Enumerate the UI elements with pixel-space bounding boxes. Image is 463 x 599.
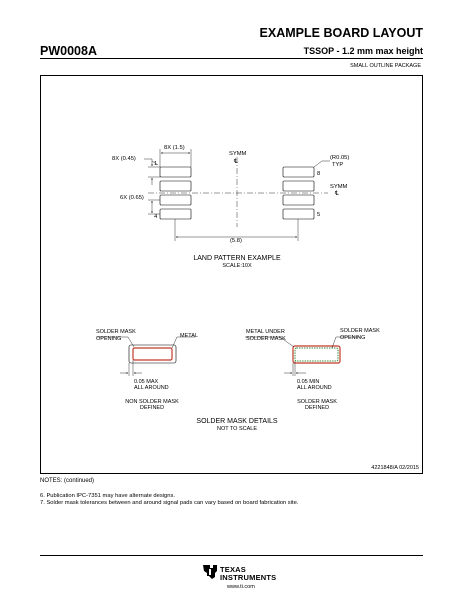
solder-mask-defined-detail [245, 336, 360, 376]
pad-1 [159, 166, 192, 178]
solder-mask-title: SOLDER MASK DETAILS [196, 418, 278, 425]
metal-label: METAL [180, 333, 198, 339]
package-title: TSSOP - 1.2 mm max height [303, 46, 423, 56]
left-type-label-1: NON SOLDER MASK [125, 399, 179, 405]
drawing-frame [40, 75, 423, 474]
symmetry-lines [148, 157, 328, 227]
land-pattern-scale: SCALE:10X [222, 263, 252, 269]
right-gap-label-1: 0.05 MIN [297, 379, 319, 385]
texas-instruments-logo-icon [203, 565, 217, 579]
solder-mask-labels: SOLDER MASK OPENING METAL 0.05 MAX ALL A… [96, 328, 380, 432]
dim-span: (5.8) [230, 238, 242, 244]
note-7: 7. Solder mask tolerances between and ar… [40, 500, 299, 506]
pin-5-label: 5 [317, 212, 320, 218]
solder-mask-opening-outline [128, 344, 177, 364]
corner-radius: (R0.05) [330, 155, 349, 161]
left-opening-label-2: OPENING [96, 336, 121, 342]
company-name-line-1: TEXAS [220, 565, 247, 574]
non-solder-mask-defined-detail [97, 336, 195, 376]
notes-heading: NOTES: (continued) [40, 478, 95, 484]
corner-radius-typ: TYP [332, 162, 343, 168]
right-opening-label-1: SOLDER MASK [340, 328, 380, 334]
pin-4-label: 4 [154, 214, 158, 220]
left-gap-label-1: 0.05 MAX [134, 379, 158, 385]
left-opening-label-1: SOLDER MASK [96, 329, 136, 335]
pin-1-label: 1 [154, 161, 157, 167]
part-number: PW0008A [40, 44, 97, 58]
land-pattern-labels: 8X (1.5) 8X (0.45) 6X (0.65) (5.8) SYMM … [112, 145, 349, 269]
right-type-label-1: SOLDER MASK [297, 399, 337, 405]
pin-8-label: 8 [317, 171, 320, 177]
metal-under-label-1: METAL UNDER [246, 329, 285, 335]
board-layout-drawing: 8X (1.5) 8X (0.45) 6X (0.65) (5.8) SYMM … [96, 145, 380, 432]
metal-under-label-2: SOLDER MASK [246, 336, 286, 342]
dim-pitch: 6X (0.65) [120, 195, 144, 201]
pad-8 [282, 166, 315, 178]
footer-divider [40, 555, 423, 556]
symm-top-cl: ℄ [233, 159, 238, 165]
drawing-number: 4221848/A 02/2015 [371, 465, 419, 471]
symm-top-label: SYMM [229, 151, 247, 157]
page-title: EXAMPLE BOARD LAYOUT [259, 26, 423, 40]
dim-pad-width: 8X (0.45) [112, 156, 136, 162]
note-6: 6. Publication IPC-7351 may have alterna… [40, 493, 176, 499]
pad-4 [159, 208, 192, 220]
solder-mask-opening [294, 347, 339, 362]
right-opening-label-2: OPENING [340, 335, 365, 341]
right-type-label-2: DEFINED [305, 405, 329, 411]
header-divider [40, 58, 423, 59]
metal-pad [132, 347, 173, 361]
metal-under-solder-mask [292, 345, 341, 364]
package-subtitle: SMALL OUTLINE PACKAGE [350, 63, 421, 69]
left-gap-label-2: ALL AROUND [134, 385, 169, 391]
pad-7 [282, 180, 315, 192]
company-name-line-2: INSTRUMENTS [220, 573, 277, 582]
solder-mask-subtitle: NOT TO SCALE [217, 426, 257, 432]
left-type-label-2: DEFINED [140, 405, 164, 411]
pad-5 [282, 208, 315, 220]
dim-pad-length: 8X (1.5) [164, 145, 185, 151]
pad-2 [159, 180, 192, 192]
pad-6 [282, 194, 315, 206]
pad-3 [159, 194, 192, 206]
land-pattern-title: LAND PATTERN EXAMPLE [193, 255, 281, 262]
dimension-lines [144, 149, 330, 241]
symm-side-label: SYMM [330, 184, 348, 190]
company-url[interactable]: www.ti.com [227, 584, 255, 590]
symm-side-cl: ℄ [334, 191, 339, 197]
right-gap-label-2: ALL AROUND [297, 385, 332, 391]
